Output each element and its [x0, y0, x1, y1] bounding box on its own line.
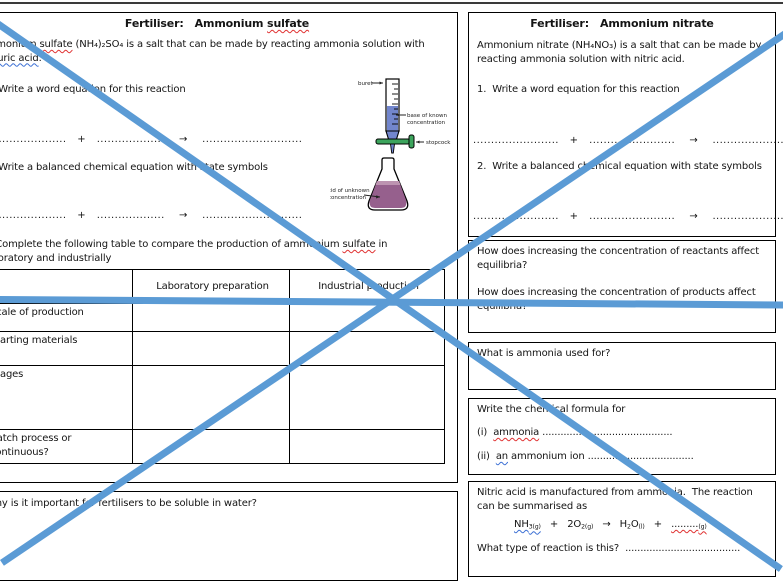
ammonia-use-question: What is ammonia used for? — [477, 348, 611, 359]
base-label-line1: base of known — [407, 113, 447, 119]
equilibria-question-reactants: How does increasing the concentration of… — [477, 246, 763, 271]
empty-cell — [289, 365, 445, 430]
formula-item-ammonium-ion: (ii) an ammonium ion ...................… — [477, 451, 694, 462]
table-row: Batch process or continuous? — [0, 429, 445, 464]
left-question-3: 3. Complete the following table to compa… — [0, 239, 388, 264]
formula-box: Write the chemical formula for (i) ammon… — [468, 398, 776, 475]
buret-arrowhead — [379, 81, 383, 85]
right-question-1: 1. Write a word equation for this reacti… — [477, 84, 680, 95]
left-question-1: 1. Write a word equation for this reacti… — [0, 83, 313, 97]
right-title: Fertiliser: Ammonium nitrate — [530, 17, 714, 30]
empty-cell — [132, 303, 290, 332]
acid-label-line1: acid of unknown — [330, 188, 370, 194]
left-equation-blank-2: ......................... + ............… — [0, 210, 303, 221]
soluble-question-box: Why is it important for fertilisers to b… — [0, 491, 458, 581]
stopcock-handle — [408, 134, 415, 149]
stopcock-label: stopcock — [426, 140, 451, 146]
left-question-2: 2. Write a balanced chemical equation wi… — [0, 162, 268, 173]
acid-label-line2: concentration — [330, 195, 367, 201]
flask-liquid — [369, 181, 407, 208]
table-row: Starting materials — [0, 331, 445, 366]
burette-tip — [389, 143, 396, 154]
empty-cell — [289, 429, 445, 464]
right-worksheet-box: Fertiliser: Ammonium nitrate Ammonium ni… — [468, 12, 783, 237]
buret-label: buret — [358, 81, 374, 87]
burette-liquid — [387, 106, 398, 131]
titration-diagram: buret base of known concentration stopco… — [330, 78, 451, 211]
page-top-rule — [0, 2, 783, 4]
table-row: Stages — [0, 365, 445, 430]
row-label-batch: Batch process or continuous? — [0, 429, 133, 464]
row-label-materials: Starting materials — [0, 331, 133, 366]
right-question-2: 2. Write a balanced chemical equation wi… — [477, 161, 762, 172]
stopcock-bar — [375, 138, 411, 145]
empty-cell — [132, 331, 290, 366]
nitric-acid-para: Nitric acid is manufactured from ammonia… — [477, 487, 756, 512]
left-equation-blank-1: ......................... + ............… — [0, 134, 303, 145]
flask-liquid-surface — [375, 181, 401, 185]
acid-arrowhead — [376, 195, 380, 199]
left-intro: Ammonium sulfate (NH₄)₂SO₄ is a salt tha… — [0, 39, 428, 64]
left-title: Fertiliser: Ammonium sulfate — [124, 17, 310, 30]
stopcock-arrowhead — [416, 140, 420, 144]
equilibria-box: How does increasing the concentration of… — [468, 240, 776, 333]
reaction-type-question: What type of reaction is this? .........… — [477, 543, 741, 554]
right-intro: Ammonium nitrate (NH₄NO₃) is a salt that… — [477, 40, 762, 65]
formula-item-ammonia: (i) ammonia ............................… — [477, 427, 673, 438]
soluble-question: Why is it important for fertilisers to b… — [0, 498, 257, 509]
base-label-line2: concentration — [407, 120, 446, 126]
nitric-acid-equation: NH3(g) + 2O2(g) → H2O(l) + .........(g) — [514, 519, 707, 531]
base-arrowhead — [396, 113, 400, 117]
burette-graduations — [392, 83, 398, 125]
row-label-stages: Stages — [0, 365, 133, 430]
formula-heading: Write the chemical formula for — [477, 403, 771, 417]
row-label-scale: Scale of production — [0, 303, 133, 332]
